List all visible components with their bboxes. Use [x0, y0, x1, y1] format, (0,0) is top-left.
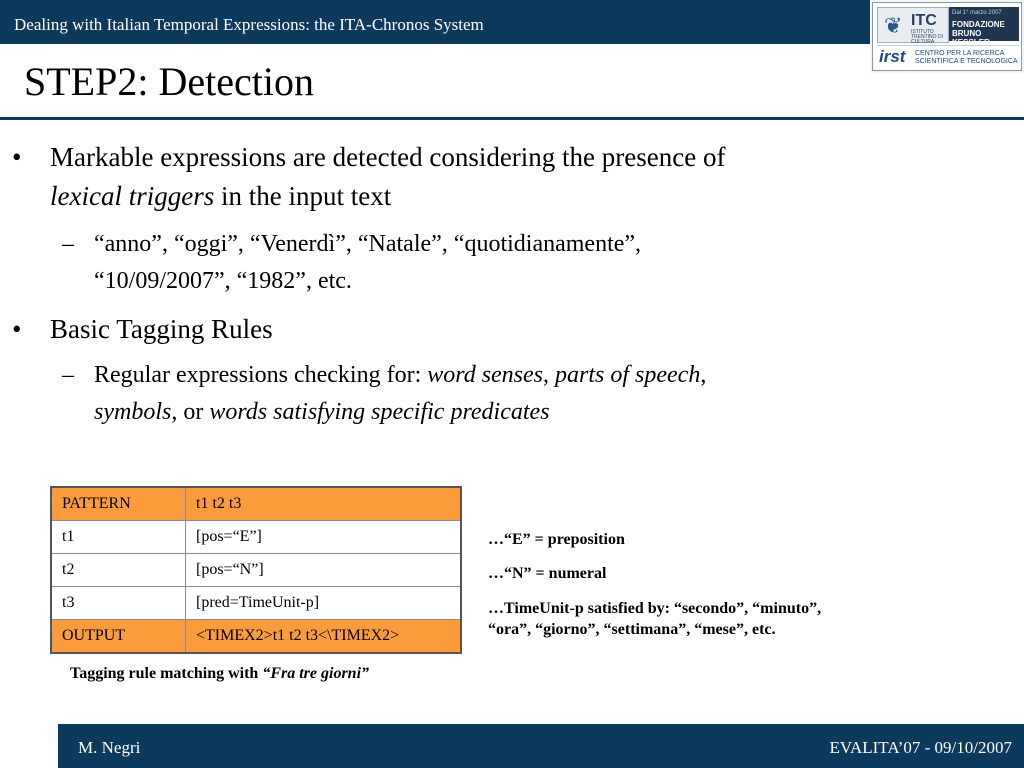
table-row: t1 [pos=“E”]: [50, 520, 462, 554]
bullet-item-2: • Basic Tagging Rules: [12, 310, 1012, 349]
sub-bullet-line2: “10/09/2007”, “1982”, etc.: [94, 268, 352, 294]
term-words-satisfying: words satisfying specific predicates: [209, 399, 550, 425]
title-divider: [0, 117, 1024, 120]
note-preposition: …“E” = preposition: [488, 531, 625, 548]
separator: ,: [543, 362, 556, 388]
fbk-name-line1: FONDAZIONE: [952, 20, 1005, 29]
footer-event-date: EVALITA’07 - 09/10/2007: [829, 738, 1012, 757]
table-cell: PATTERN: [50, 486, 186, 521]
table-cell: [pos=“E”]: [185, 520, 462, 554]
fbk-name: FONDAZIONE BRUNO KESSLER: [952, 20, 1019, 47]
sub-bullet-text: Regular expressions checking for: word s…: [94, 357, 1012, 431]
irst-logo: irst CENTRO PER LA RICERCA SCIENTIFICA E…: [877, 45, 1019, 68]
tagging-rule-table: PATTERN t1 t2 t3 t1 [pos=“E”] t2 [pos=“N…: [50, 486, 462, 654]
bullet-marker: •: [12, 142, 22, 172]
header-bar: Dealing with Italian Temporal Expression…: [0, 0, 870, 44]
table-row: PATTERN t1 t2 t3: [50, 486, 462, 521]
itc-logo: ❦ ITC ISTITUTO TRENTINO DI CULTURA: [877, 7, 949, 45]
table-row: t2 [pos=“N”]: [50, 553, 462, 587]
table-cell: OUTPUT: [50, 619, 186, 654]
term-word-senses: word senses: [427, 362, 544, 388]
table-cell: [pred=TimeUnit-p]: [185, 586, 462, 620]
bullet-text-c: in the input text: [214, 181, 392, 211]
footer-bar: M. Negri EVALITA’07 - 09/10/2007: [58, 724, 1024, 768]
sub-bullet-item-2: – Regular expressions checking for: word…: [62, 357, 1012, 431]
sub-bullet-line1: “anno”, “oggi”, “Venerdì”, “Natale”, “qu…: [94, 231, 642, 257]
fbk-date: Dal 1° marzo 2007: [952, 10, 1002, 16]
table-cell: t2: [50, 553, 186, 587]
table-cell: t1 t2 t3: [185, 486, 462, 521]
sub-bullet-marker: –: [62, 231, 74, 257]
institution-logo: ❦ ITC ISTITUTO TRENTINO DI CULTURA Dal 1…: [870, 0, 1024, 73]
table-row: t3 [pred=TimeUnit-p]: [50, 586, 462, 620]
irst-sublabel-line1: CENTRO PER LA RICERCA: [915, 50, 1005, 57]
slide-title: STEP2: Detection: [24, 59, 314, 104]
note-timeunit-line2: “ora”, “giorno”, “settimana”, “mese”, et…: [488, 621, 776, 638]
note-numeral: …“N” = numeral: [488, 565, 607, 582]
note-timeunit: …TimeUnit-p satisfied by: “secondo”, “mi…: [488, 598, 821, 640]
note-timeunit-line1: …TimeUnit-p satisfied by: “secondo”, “mi…: [488, 600, 822, 617]
itc-sublabel: ISTITUTO TRENTINO DI CULTURA: [911, 29, 943, 45]
separator: ,: [700, 362, 707, 388]
bullet-text: Markable expressions are detected consid…: [50, 138, 1012, 216]
bullet-text-a: Markable expressions are detected consid…: [50, 142, 726, 172]
itc-label: ITC: [911, 12, 937, 29]
irst-sublabel: CENTRO PER LA RICERCA SCIENTIFICA E TECN…: [915, 50, 1019, 66]
term-parts-of-speech: parts of speech: [555, 362, 701, 388]
sub-bullet-plain: Regular expressions checking for:: [94, 362, 428, 388]
fbk-logo: Dal 1° marzo 2007 FONDAZIONE BRUNO KESSL…: [949, 7, 1019, 47]
logo-frame: ❦ ITC ISTITUTO TRENTINO DI CULTURA Dal 1…: [872, 2, 1022, 71]
bullet-text: Basic Tagging Rules: [50, 314, 273, 344]
fbk-name-line2: BRUNO KESSLER: [952, 29, 990, 47]
caption-example: “Fra tre giorni”: [262, 665, 370, 682]
swirl-icon: ❦: [884, 14, 903, 39]
bullet-item-1: • Markable expressions are detected cons…: [12, 138, 1012, 216]
irst-label: irst: [879, 47, 906, 66]
table-row: OUTPUT <TIMEX2>t1 t2 t3<\TIMEX2>: [50, 619, 462, 654]
term-symbols: symbols: [94, 399, 172, 425]
irst-sublabel-line2: SCIENTIFICA E TECNOLOGICA: [915, 58, 1018, 65]
table-cell: t3: [50, 586, 186, 620]
bullet-text-italic: lexical triggers: [50, 181, 215, 211]
table-cell: t1: [50, 520, 186, 554]
sub-bullet-marker: –: [62, 362, 74, 388]
presentation-title: Dealing with Italian Temporal Expression…: [14, 15, 484, 34]
caption-text: Tagging rule matching with: [70, 665, 263, 682]
table-cell: <TIMEX2>t1 t2 t3<\TIMEX2>: [185, 619, 462, 654]
sub-bullet-item-1: – “anno”, “oggi”, “Venerdì”, “Natale”, “…: [62, 226, 1012, 300]
table-cell: [pos=“N”]: [185, 553, 462, 587]
sub-bullet-text: “anno”, “oggi”, “Venerdì”, “Natale”, “qu…: [94, 226, 1012, 300]
table-caption: Tagging rule matching with “Fra tre gior…: [70, 665, 369, 683]
separator: , or: [171, 399, 210, 425]
bullet-marker: •: [12, 314, 22, 344]
footer-author: M. Negri: [78, 738, 141, 757]
